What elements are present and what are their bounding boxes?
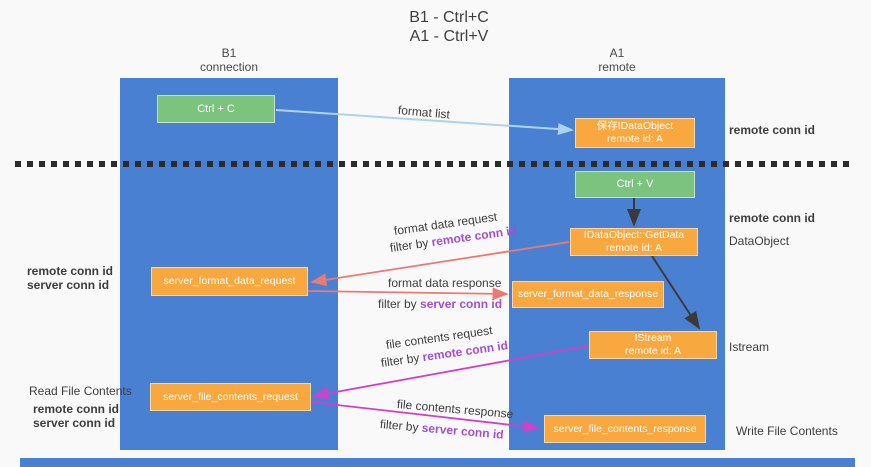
right-istream-label: Istream [729,340,770,354]
filter-by-text: filter by [379,417,423,435]
istream-box: IStream remote id: A [589,331,717,359]
save-idataobject-line2: remote id: A [606,133,664,145]
server-conn-id-key: server conn id [421,420,505,442]
left-read-file-contents-label: Read File Contents [29,384,132,398]
file-contents-response-filter: filter by server conn id [379,417,504,442]
server-file-contents-response-box: server_file_contents_response [544,415,706,443]
server-file-contents-response-label: server_file_contents_response [553,422,697,435]
right-dataobject-label: DataObject [729,234,790,248]
right-remote-conn-id-top: remote conn id [729,123,816,137]
format-data-response-filter: filter by server conn id [378,297,502,311]
lifeline-a1-role: remote [598,60,636,74]
right-write-file-contents-label: Write File Contents [736,424,838,438]
lifeline-header-b1: B1 connection [120,46,338,74]
left-remote-conn-id-bottom: remote conn id [33,402,120,416]
server-format-data-request-box: server_format_data_request [151,267,308,296]
save-idataobject-box: 保存IDataObject remote id: A [575,118,695,148]
file-contents-response-label: file contents response [396,397,514,422]
save-idataobject-line1: 保存IDataObject [596,120,674,132]
title-line-2: A1 - Ctrl+V [409,28,489,45]
istream-line1: IStream [634,332,672,344]
server-file-contents-request-label: server_file_contents_request [163,390,298,403]
ctrl-c-label: Ctrl + C [197,102,235,115]
right-remote-conn-id-mid: remote conn id [729,211,816,225]
diagram-title: B1 - Ctrl+C A1 - Ctrl+V [349,8,549,46]
left-server-conn-id-top: server conn id [27,278,110,292]
server-conn-id-key: server conn id [420,297,503,311]
ctrl-c-box: Ctrl + C [157,95,275,123]
left-remote-conn-id-top: remote conn id [27,264,114,278]
server-file-contents-request-box: server_file_contents_request [150,383,311,411]
dashed-divider [15,161,853,167]
getdata-box: IDataObject::GetData remote id: A [570,228,698,256]
format-data-response-label: format data response [388,276,502,290]
ctrl-v-label: Ctrl + V [616,178,654,190]
title-line-1: B1 - Ctrl+C [409,9,489,26]
lifeline-b1-role: connection [199,60,259,74]
lifeline-b1-name: B1 [221,46,237,60]
filter-by-text: filter by [389,235,433,255]
filter-by-text: filter by [378,297,421,311]
ctrl-v-box: Ctrl + V [575,171,695,198]
server-format-data-response-label: server_format_data_response [517,288,659,300]
getdata-line2: remote id: A [605,242,663,254]
lifeline-header-a1: A1 remote [509,46,725,74]
left-server-conn-id-bottom: server conn id [33,416,116,430]
format-list-label: format list [397,103,451,122]
getdata-line1: IDataObject::GetData [583,229,685,241]
filter-by-text: filter by [380,350,424,370]
bottom-bar [20,458,855,467]
server-format-data-request-label: server_format_data_request [163,275,296,287]
lifeline-a1-name: A1 [609,46,625,60]
istream-line2: remote id: A [624,345,682,357]
server-format-data-response-box: server_format_data_response [512,281,664,308]
